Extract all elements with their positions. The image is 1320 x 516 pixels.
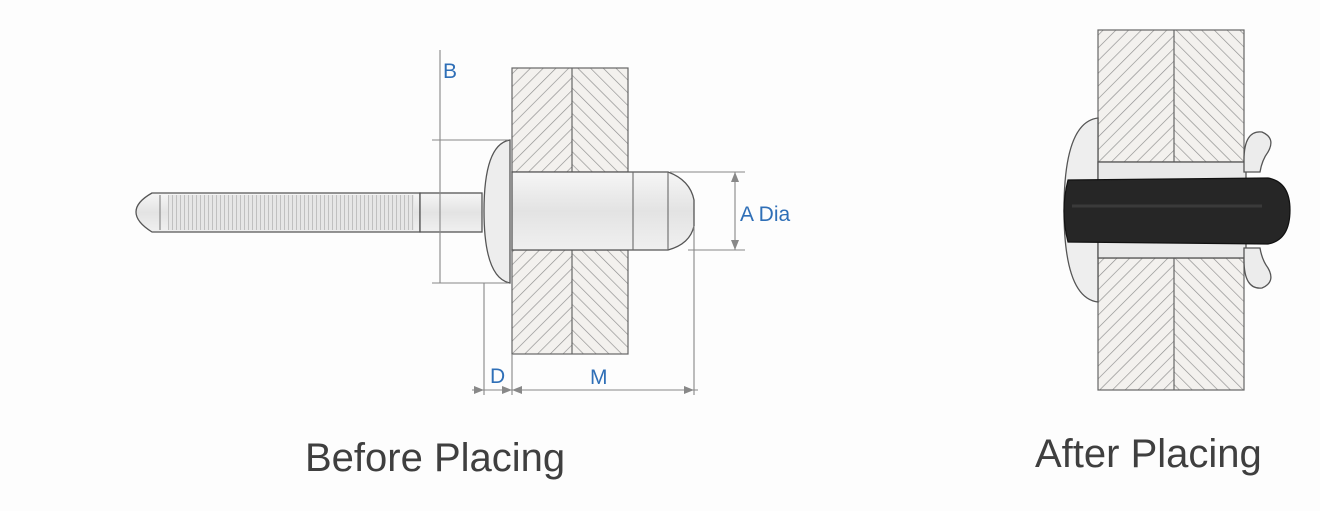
- mandrel: [135, 192, 483, 233]
- workpiece-plates: [511, 67, 629, 355]
- dim-label-m: M: [590, 366, 608, 389]
- dim-label-b: B: [443, 60, 457, 83]
- rivet-body: [511, 171, 695, 251]
- dim-label-a-dia: A Dia: [740, 203, 791, 226]
- caption-before-placing: Before Placing: [305, 436, 566, 480]
- dimension-arrows: [474, 172, 739, 394]
- dim-label-d: D: [490, 365, 505, 388]
- rivet-head: [483, 139, 511, 284]
- after-placing-drawing: [1063, 29, 1291, 391]
- caption-after-placing: After Placing: [1035, 432, 1262, 476]
- workpiece-plates-after: [1097, 29, 1245, 391]
- mandrel-after: [1063, 177, 1291, 245]
- before-placing-drawing: B A Dia D M: [135, 50, 791, 395]
- rivet-tail-bulb: [1243, 131, 1272, 289]
